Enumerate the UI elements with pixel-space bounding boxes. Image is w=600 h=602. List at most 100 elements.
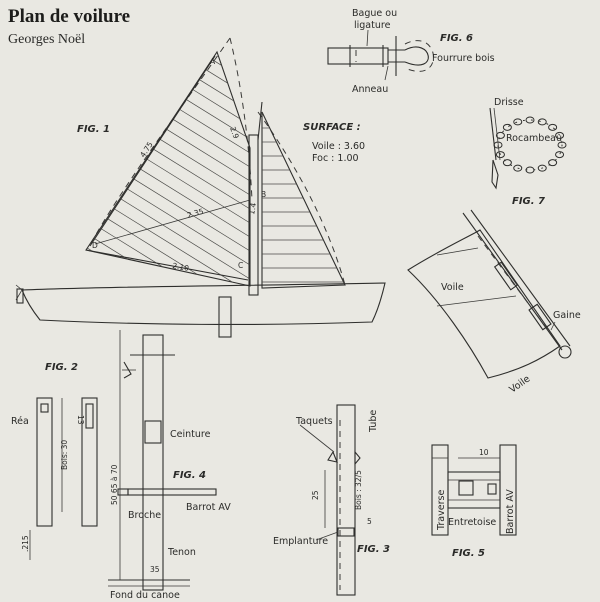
page-title: Plan de voilure bbox=[8, 6, 131, 27]
rocambeau-bead bbox=[495, 131, 505, 139]
fig8-voile2-label: Voile bbox=[507, 373, 532, 395]
fig8-seam-2 bbox=[436, 295, 517, 307]
fig1-point-c: C bbox=[238, 261, 243, 270]
fig2-mast-right bbox=[81, 397, 98, 527]
fig3-cleat-left bbox=[327, 450, 338, 463]
rocambeau-bead bbox=[537, 164, 547, 172]
hatch-line bbox=[126, 188, 251, 266]
fig5-plan-view: 10 Traverse Barrot AV Entretoise FIG. 5 bbox=[431, 444, 517, 559]
fig2-dim-215: .215 bbox=[21, 535, 30, 552]
fig1-dashed-luff bbox=[89, 37, 231, 246]
fig8-mast-right bbox=[470, 209, 571, 347]
fig3-leader-emplanture bbox=[315, 531, 339, 541]
fig6-bague-label: Bague ou bbox=[352, 8, 397, 19]
fig2-sheave-left bbox=[40, 403, 49, 413]
fig1-voile-area: Voile : 3.60 bbox=[312, 141, 365, 152]
fig5-label: FIG. 5 bbox=[452, 548, 485, 559]
rocambeau-bead bbox=[548, 123, 558, 131]
fig1-bow-tip bbox=[15, 284, 23, 301]
fig1-dim-diag: 2.35 bbox=[186, 207, 205, 220]
hatch-line bbox=[146, 158, 251, 224]
fig4-mast-step: Ceinture FIG. 4 Broche Barrot AV Tenon F… bbox=[108, 330, 231, 601]
fig3-dim-5-label: 5 bbox=[367, 517, 372, 526]
author-name: Georges Noël bbox=[8, 32, 86, 47]
fig1-mast-top bbox=[257, 101, 263, 141]
rocambeau-bead bbox=[495, 151, 505, 159]
hatch-line bbox=[93, 237, 128, 260]
fig2-label: FIG. 2 bbox=[45, 362, 78, 373]
fig8-sail-sleeve: Voile Gaine Voile bbox=[407, 209, 581, 395]
fig1-sail-plan: FIG. 1 SURFACE : Voile : 3.60 Foc : 1.00… bbox=[15, 37, 386, 338]
fig4-barrot-label: Barrot AV bbox=[186, 502, 231, 513]
rocambeau-bead bbox=[525, 116, 535, 124]
fig1-dim-leech: 1.4 bbox=[247, 202, 258, 216]
fig7-halyard bbox=[489, 107, 497, 161]
hatch-line bbox=[159, 138, 251, 196]
rocambeau-bead bbox=[537, 118, 547, 126]
fig1-mast bbox=[248, 134, 259, 296]
rocambeau-bead bbox=[513, 118, 523, 126]
rocambeau-bead bbox=[525, 166, 535, 174]
fig6-label: FIG. 6 bbox=[440, 33, 473, 44]
fig7-bead-ring bbox=[497, 119, 563, 171]
rocambeau-bead bbox=[548, 159, 558, 167]
fig8-fitting-1 bbox=[493, 261, 519, 291]
fig5-dim-10: 10 bbox=[479, 448, 489, 457]
fig8-seam-1 bbox=[436, 247, 479, 256]
fig1-sail-hatching bbox=[87, 59, 251, 283]
fig2-mast-left bbox=[36, 397, 53, 527]
fig1-surface-title: SURFACE : bbox=[303, 122, 361, 133]
fig3-mast-tube: Taquets Tube Bois : 32/5 25 5 Emplanture… bbox=[273, 404, 390, 596]
fig1-leeboard bbox=[218, 296, 232, 338]
fig1-mainsail-outline bbox=[85, 50, 251, 287]
fig1-jib-outline bbox=[261, 111, 346, 289]
hatch-line bbox=[179, 108, 251, 154]
fig6-leader-anneau bbox=[384, 65, 389, 81]
fig2-slot-right bbox=[85, 403, 94, 429]
fig2-mast-head: FIG. 2 Réa Bois: 30 13 .215 bbox=[11, 362, 98, 560]
hatch-line bbox=[113, 208, 233, 283]
rocambeau-bead bbox=[502, 123, 512, 131]
fig3-taquets-label: Taquets bbox=[295, 416, 333, 427]
fig4-label: FIG. 4 bbox=[173, 470, 206, 481]
hatch-line bbox=[106, 218, 198, 275]
fig8-ring bbox=[558, 345, 572, 359]
fig6-ring-fitting: Bague ou ligature FIG. 6 Fourrure bois A… bbox=[327, 8, 495, 95]
fig2-dim-13: 13 bbox=[76, 415, 85, 425]
fig4-dim-mast: 50 65 à 70 bbox=[110, 464, 119, 505]
fig4-barrot-end bbox=[117, 488, 129, 496]
fig6-ring bbox=[404, 46, 429, 66]
fig3-tube-label: Tube bbox=[368, 410, 379, 433]
fig4-ceinture-band bbox=[144, 420, 162, 444]
hatch-line bbox=[165, 128, 251, 182]
fig6-anneau-label: Anneau bbox=[352, 84, 388, 95]
fig1-diagonal bbox=[94, 199, 251, 245]
hatch-line bbox=[211, 59, 222, 66]
fig4-mast bbox=[142, 334, 164, 591]
fig5-barrot-label: Barrot AV bbox=[505, 489, 516, 534]
fig8-sleeve-dash bbox=[477, 235, 549, 331]
fig6-fourrure-label: Fourrure bois bbox=[432, 53, 495, 64]
fig4-tenon-label: Tenon bbox=[167, 547, 196, 558]
fig7-label: FIG. 7 bbox=[512, 196, 545, 207]
rocambeau-bead bbox=[502, 159, 512, 167]
fig1-point-b: B bbox=[261, 190, 266, 199]
hatch-line bbox=[100, 227, 163, 268]
fig6-spar bbox=[327, 47, 389, 65]
fig5-entretoise-label: Entretoise bbox=[448, 517, 496, 528]
fig8-gaine-label: Gaine bbox=[553, 310, 581, 321]
fig1-jib-hatching bbox=[262, 113, 344, 283]
fig4-barrot bbox=[127, 488, 217, 496]
hatch-line bbox=[133, 178, 251, 252]
hatch-line bbox=[152, 148, 251, 210]
fig2-rea-label: Réa bbox=[11, 416, 29, 427]
rocambeau-bead bbox=[555, 131, 565, 139]
hatch-line bbox=[172, 118, 251, 168]
fig5-block bbox=[487, 483, 497, 495]
fig7-beads bbox=[493, 116, 567, 174]
fig8-sail-panel bbox=[407, 229, 561, 379]
fig5-traverse-label: Traverse bbox=[436, 490, 447, 531]
fig3-leader-taquets bbox=[299, 424, 335, 453]
rocambeau-bead bbox=[555, 151, 565, 159]
